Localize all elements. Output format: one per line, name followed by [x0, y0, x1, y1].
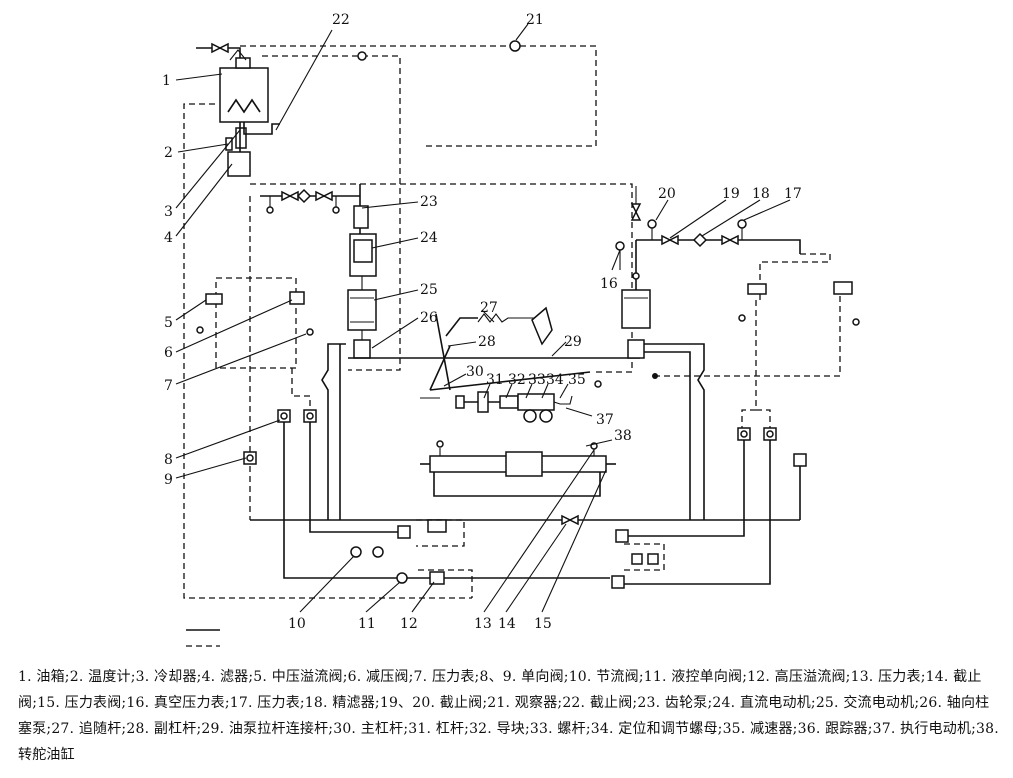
- callout-7: 7: [164, 378, 173, 394]
- callout-5: 5: [164, 315, 173, 331]
- throttle-valve: [350, 546, 362, 558]
- callout-33: 33: [528, 372, 546, 388]
- pressure-gauge-7: [306, 328, 314, 336]
- hydraulic-steering-diagram: 1 2 3 4 5 6 7 8 9 10 11 12 13 14 15 16 1…: [162, 12, 860, 647]
- callout-26: 26: [420, 310, 438, 326]
- hydraulic-check-valve: [396, 572, 408, 584]
- callout-29: 29: [564, 334, 582, 350]
- auxiliary-lever: [435, 313, 451, 391]
- callout-24: 24: [420, 230, 438, 246]
- reducer: [523, 409, 537, 423]
- callout-34: 34: [546, 372, 564, 388]
- cooler: [235, 127, 247, 149]
- callout-23: 23: [420, 194, 438, 210]
- callout-8: 8: [164, 452, 173, 468]
- return-line-left: [183, 103, 472, 599]
- reducing-valve: [289, 291, 305, 305]
- axial-piston-pump: [353, 339, 371, 359]
- callout-35: 35: [568, 372, 586, 388]
- high-relief-valve: [429, 571, 445, 585]
- pilot-line-top: [240, 45, 597, 147]
- callout-10: 10: [288, 616, 306, 632]
- callout-1: 1: [162, 73, 171, 89]
- callout-21: 21: [526, 12, 544, 28]
- tank-fill-line: [196, 47, 241, 58]
- medium-relief-valve: [205, 293, 223, 305]
- callout-38: 38: [614, 428, 632, 444]
- fine-filter: [692, 232, 708, 248]
- callout-31: 31: [486, 372, 504, 388]
- callout-19: 19: [722, 186, 740, 202]
- callout-15: 15: [534, 616, 552, 632]
- ac-motor: [347, 289, 377, 331]
- callout-17: 17: [784, 186, 802, 202]
- right-pump-motor: [621, 289, 651, 329]
- callout-28: 28: [478, 334, 496, 350]
- helm-wheel: [531, 306, 553, 346]
- gear-pump: [353, 205, 369, 229]
- callout-32: 32: [508, 372, 526, 388]
- callout-18: 18: [752, 186, 770, 202]
- callout-12: 12: [400, 616, 418, 632]
- main-lever: [429, 345, 451, 391]
- callout-25: 25: [420, 282, 438, 298]
- follower-rod: [445, 317, 478, 337]
- stop-valve-14: [561, 514, 572, 526]
- callout-22: 22: [332, 12, 350, 28]
- callout-6: 6: [164, 345, 173, 361]
- callout-2: 2: [164, 145, 173, 161]
- positioning-nut: [517, 393, 555, 411]
- legend: 1. 油箱;2. 温度计;3. 冷却器;4. 滤器;5. 中压溢流阀;6. 减压…: [18, 669, 999, 763]
- callout-14: 14: [498, 616, 516, 632]
- main-pipe-right: [644, 343, 705, 520]
- stop-valve-19: [661, 234, 672, 246]
- callout-9: 9: [164, 472, 173, 488]
- callout-3: 3: [164, 204, 173, 220]
- screw: [499, 395, 519, 409]
- valve-group-box: [215, 277, 297, 369]
- vacuum-gauge: [615, 241, 625, 251]
- oil-tank: [219, 49, 269, 123]
- callout-37: 37: [596, 412, 614, 428]
- callout-13: 13: [474, 616, 492, 632]
- observer-21: [509, 40, 521, 52]
- callout-30: 30: [466, 364, 484, 380]
- pressure-gauge-17: [647, 219, 657, 229]
- callout-20: 20: [658, 186, 676, 202]
- callout-16: 16: [600, 276, 618, 292]
- callout-27: 27: [480, 300, 498, 316]
- main-pipe-left: [321, 343, 346, 520]
- callout-4: 4: [164, 230, 173, 246]
- leader-lines: [175, 23, 791, 613]
- callout-11: 11: [358, 616, 376, 632]
- tank-fill-valve: [211, 42, 222, 54]
- guide-block: [477, 391, 489, 413]
